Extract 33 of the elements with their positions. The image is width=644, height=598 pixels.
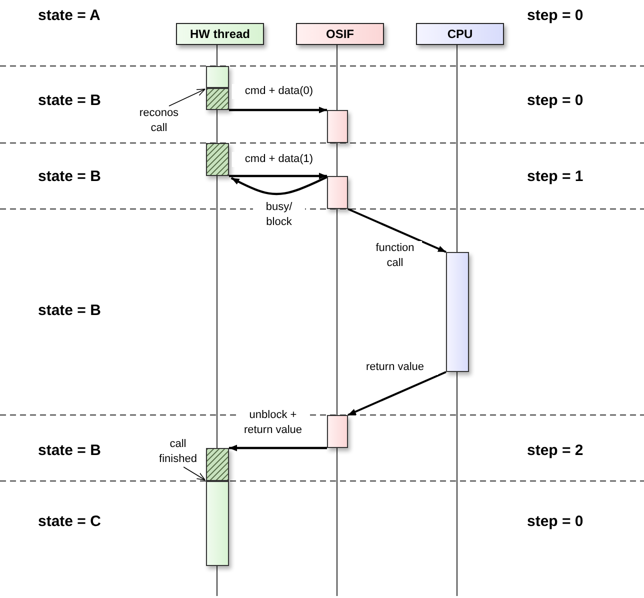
arrow [229,444,327,452]
leader-line [168,88,206,106]
activation-bar [327,110,348,143]
row-label: state = B [38,442,101,459]
annotation-text: call finished [150,437,206,467]
annotation-text: reconos call [134,106,184,136]
activation-bar [446,252,469,372]
arrow [348,371,446,416]
hatched-activation-bar [206,448,229,481]
activation-bar [327,176,348,209]
arrow [230,176,328,196]
row-label: step = 0 [527,7,584,24]
arrow [229,106,327,114]
row-label: step = 0 [527,92,584,109]
row-label: state = A [38,7,100,24]
row-label: state = B [38,302,101,319]
lifeline-header: HW thread [176,23,264,45]
activation-bar [206,66,229,88]
row-label: state = C [38,513,101,530]
arrow [348,208,446,253]
row-label: step = 1 [527,168,584,185]
row-label: state = B [38,92,101,109]
row-label: step = 0 [527,513,584,530]
row-label: step = 2 [527,442,584,459]
lifeline-header: OSIF [296,23,384,45]
activation-bar [206,481,229,566]
lifeline-header: CPU [416,23,504,45]
row-label: state = B [38,168,101,185]
arrow [229,172,327,180]
hatched-activation-bar [206,88,229,110]
hatched-activation-bar [206,143,229,176]
leader-line [183,466,206,480]
activation-bar [327,415,348,448]
